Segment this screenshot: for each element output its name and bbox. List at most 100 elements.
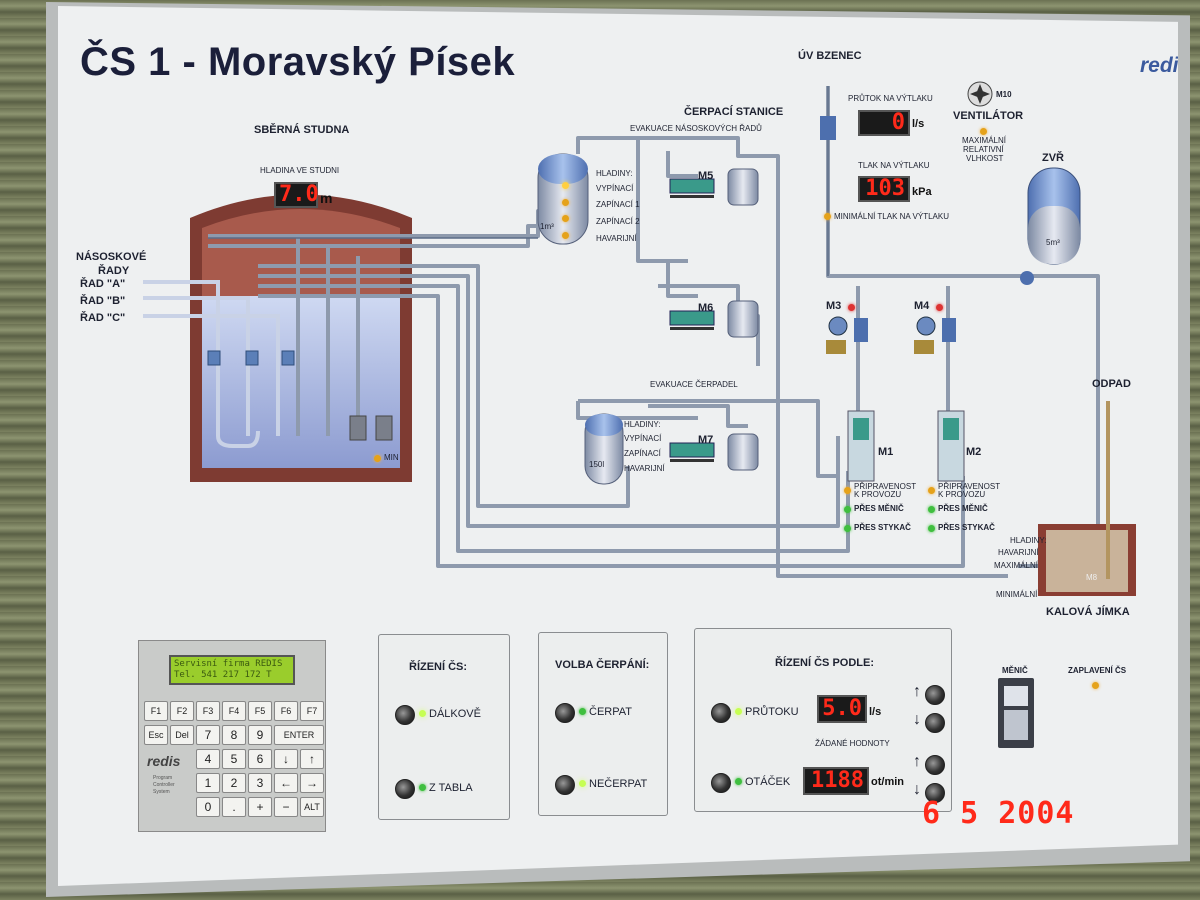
keypad-lcd: Servisní firma REDIS Tel. 541 217 172 T: [169, 655, 295, 685]
control-mode-panel: ŘÍZENÍ ČS: DÁLKOVĚ Z TABLA: [378, 634, 510, 820]
regulation-panel: ŘÍZENÍ ČS PODLE: PRŮTOKU 5.0 l/s ↑ ↓ ŽÁD…: [694, 628, 952, 812]
upper-level-3: ZAPÍNACÍ 2: [596, 217, 640, 226]
sump-level-unit: m: [320, 190, 333, 206]
pressure-vessel-label: ZVŘ: [1042, 152, 1064, 164]
nopump-led: [579, 780, 586, 787]
key-f3[interactable]: F3: [196, 701, 220, 721]
lower-level-2: ZAPÍNACÍ: [624, 449, 661, 458]
fan-m10-label: M10: [996, 90, 1012, 99]
key-8[interactable]: 8: [222, 725, 246, 745]
pump-m5-label: M5: [698, 170, 714, 182]
brand-logo: redis: [1140, 54, 1178, 77]
key-plus[interactable]: +: [248, 797, 272, 817]
tank-lower: [584, 413, 624, 485]
key-f4[interactable]: F4: [222, 701, 246, 721]
pump-m6-label: M6: [698, 302, 714, 314]
sludge-level-2: MAXIMÁLNÍ: [994, 561, 1039, 570]
sump-min-label: MIN: [384, 453, 399, 462]
speed-setpoint-display: 1188: [803, 767, 869, 795]
key-2[interactable]: 2: [222, 773, 246, 793]
speed-up-button[interactable]: [925, 755, 945, 775]
key-dot[interactable]: .: [222, 797, 246, 817]
speed-down-button[interactable]: [925, 783, 945, 803]
humidity-note-3: VLHKOST: [966, 154, 1004, 163]
flow-up-button[interactable]: [925, 685, 945, 705]
key-arrow-right[interactable]: →: [300, 773, 324, 793]
pump-button[interactable]: [555, 703, 575, 723]
min-pressure-label: MINIMÁLNÍ TLAK NA VÝTLAKU: [834, 212, 949, 221]
key-alt[interactable]: ALT: [300, 797, 324, 817]
key-f7[interactable]: F7: [300, 701, 324, 721]
regulation-title: ŘÍZENÍ ČS PODLE:: [775, 657, 875, 669]
inverter-device: [998, 678, 1034, 748]
lower-levels-title: HLADINY:: [624, 420, 661, 429]
m1-contactor-label: PŘES STYKAČ: [854, 523, 911, 532]
key-5[interactable]: 5: [222, 749, 246, 769]
setpoints-label: ŽÁDANÉ HODNOTY: [815, 739, 890, 748]
key-esc[interactable]: Esc: [144, 725, 168, 745]
humidity-note-2: RELATIVNÍ: [963, 145, 1004, 154]
speed-mode-button[interactable]: [711, 773, 731, 793]
flow-down-button[interactable]: [925, 713, 945, 733]
local-button[interactable]: [395, 779, 415, 799]
key-9[interactable]: 9: [248, 725, 272, 745]
key-f5[interactable]: F5: [248, 701, 272, 721]
photo-date-stamp: 6 5 2004: [922, 796, 1075, 831]
key-7[interactable]: 7: [196, 725, 220, 745]
key-arrow-left[interactable]: ←: [274, 773, 298, 793]
pump-led: [579, 708, 586, 715]
separator-tanks: [727, 168, 759, 471]
flooding-label: ZAPLAVENÍ ČS: [1068, 666, 1127, 675]
pump-m7-label: M7: [698, 434, 714, 446]
sump-strainers: [349, 415, 393, 441]
key-1[interactable]: 1: [196, 773, 220, 793]
key-f2[interactable]: F2: [170, 701, 194, 721]
evac-lines-label: EVAKUACE NÁSOSKOVÝCH ŘADŮ: [630, 124, 762, 133]
key-arrow-up[interactable]: ↑: [300, 749, 324, 769]
operator-keypad: Servisní firma REDIS Tel. 541 217 172 T …: [138, 640, 326, 832]
suction-lines-label-1: NÁSOSKOVÉ: [76, 251, 147, 263]
key-del[interactable]: Del: [170, 725, 194, 745]
m1-ready-led: [844, 487, 851, 494]
nopump-button[interactable]: [555, 775, 575, 795]
key-6[interactable]: 6: [248, 749, 272, 769]
key-3[interactable]: 3: [248, 773, 272, 793]
flow-down-arrow: ↓: [913, 711, 921, 728]
key-minus[interactable]: −: [274, 797, 298, 817]
upper-led-2: [562, 199, 569, 206]
process-schematic: [143, 81, 1136, 748]
key-0[interactable]: 0: [196, 797, 220, 817]
control-mode-title: ŘÍZENÍ ČS:: [409, 661, 468, 673]
line-a-label: ŘAD "A": [80, 278, 126, 290]
sump-level-display: 7.0: [274, 182, 319, 208]
m1-contactor-led: [844, 525, 851, 532]
pump-m3-label: M3: [826, 300, 842, 312]
outlet-valves: [820, 116, 1034, 285]
pressure-vessel-shape: [1027, 167, 1081, 265]
speed-mode-label: OTÁČEK: [745, 776, 791, 788]
drain-label: ODPAD: [1092, 378, 1131, 390]
keypad-brand: redis: [147, 753, 181, 769]
key-arrow-down[interactable]: ↓: [274, 749, 298, 769]
flow-up-arrow: ↑: [913, 683, 921, 700]
fan-icon: [967, 81, 993, 107]
remote-button[interactable]: [395, 705, 415, 725]
key-f6[interactable]: F6: [274, 701, 298, 721]
min-pressure-led: [824, 213, 831, 220]
upper-led-3: [562, 215, 569, 222]
sump-min-led: [374, 455, 381, 462]
upper-led-4: [562, 232, 569, 239]
key-4[interactable]: 4: [196, 749, 220, 769]
m1-inverter-label: PŘES MĚNIČ: [854, 504, 904, 513]
speed-setpoint-unit: ot/min: [871, 776, 904, 788]
speed-up-arrow: ↑: [913, 753, 921, 770]
flow-mode-button[interactable]: [711, 703, 731, 723]
remote-label: DÁLKOVĚ: [429, 708, 481, 720]
sludge-level-1: HAVARIJNÍ: [998, 548, 1039, 557]
pump-m4-label: M4: [914, 300, 930, 312]
key-f1[interactable]: F1: [144, 701, 168, 721]
key-enter[interactable]: ENTER: [274, 725, 324, 745]
flow-mode-led: [735, 708, 742, 715]
pump-m8-label: M8: [1086, 573, 1098, 582]
vacuum-pumps: [669, 178, 715, 462]
